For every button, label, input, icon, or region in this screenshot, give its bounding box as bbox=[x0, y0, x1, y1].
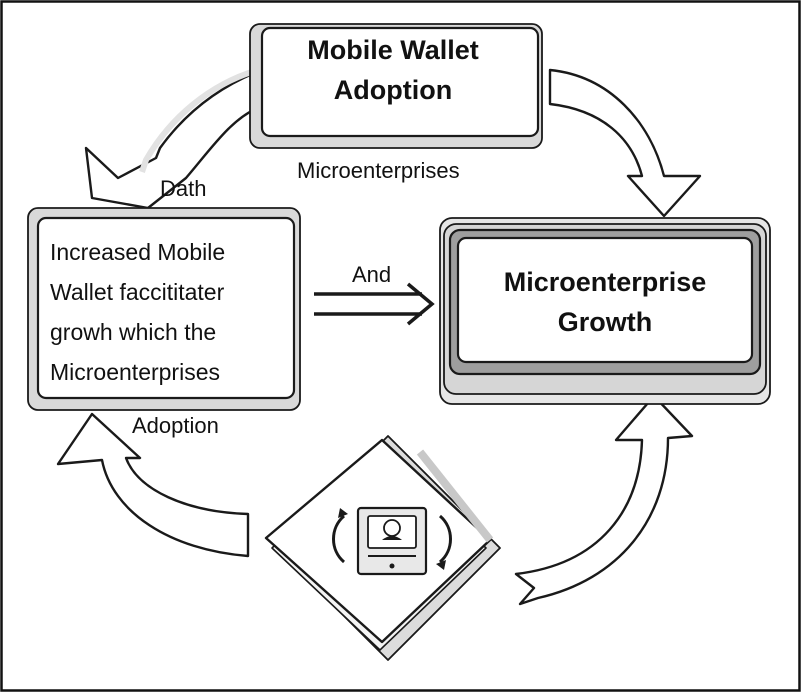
double-arrow-right bbox=[314, 282, 435, 326]
adoption-title-line1: Mobile Wallet bbox=[307, 35, 479, 65]
label-and: And bbox=[352, 262, 392, 287]
growth-box-title: Microenterprise Growth bbox=[462, 262, 748, 342]
arrow-bottom-to-left bbox=[56, 412, 250, 558]
arrow-bottom-to-growth bbox=[514, 394, 694, 606]
mobile-wallet-device-icon bbox=[332, 506, 452, 576]
left-box-text: Increased Mobile Wallet faccititater gro… bbox=[50, 232, 290, 392]
label-microenterprises: Microenterprises bbox=[297, 158, 460, 183]
left-box-line: Increased Mobile bbox=[50, 239, 226, 265]
growth-box bbox=[439, 217, 771, 405]
growth-title-line1: Microenterprise bbox=[503, 267, 707, 297]
growth-title-line2: Growth bbox=[557, 307, 653, 337]
adoption-box-title: Mobile Wallet Adoption bbox=[262, 30, 524, 110]
label-adoption: Adoption bbox=[132, 413, 219, 438]
left-box-line: Wallet faccititater bbox=[50, 279, 225, 305]
adoption-box bbox=[249, 23, 543, 149]
left-box-line: Microenterprises bbox=[50, 359, 220, 385]
adoption-title-line2: Adoption bbox=[333, 75, 453, 105]
arrow-adoption-to-growth bbox=[548, 68, 702, 218]
left-box-line: growh which the bbox=[50, 319, 217, 345]
label-dath: Dath bbox=[160, 176, 207, 201]
left-description-box bbox=[27, 207, 301, 411]
